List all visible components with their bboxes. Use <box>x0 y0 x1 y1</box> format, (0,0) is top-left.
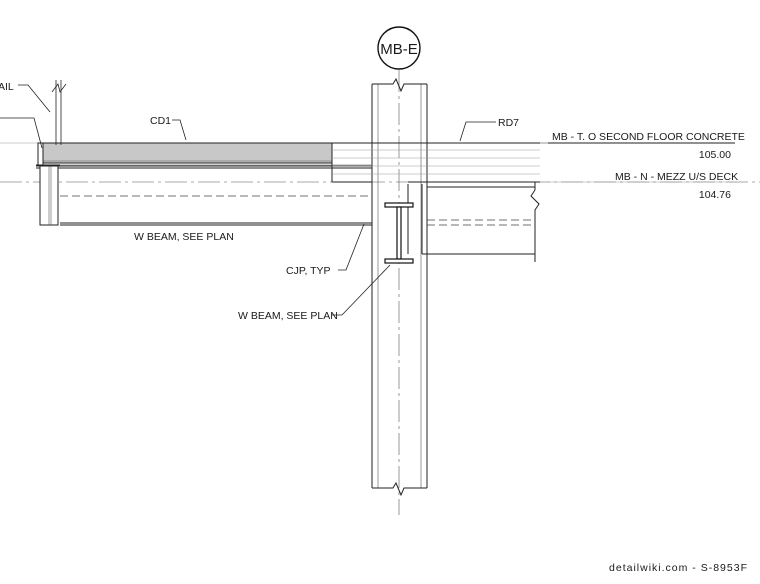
label-rd7: RD7 <box>498 117 519 129</box>
elevation-name-1: MB - T. O SECOND FLOOR CONCRETE <box>552 131 745 143</box>
label-cd1: CD1 <box>150 115 171 127</box>
grid-line-mb-e: MB-E <box>377 26 421 515</box>
annotations: AIL CD1 RD7 W BEAM, SEE PLAN CJP, TYP W … <box>0 81 745 322</box>
elevation-value-1: 105.00 <box>699 149 731 161</box>
beam-section-wide-flange <box>384 202 414 264</box>
label-cjp: CJP, TYP <box>286 265 331 277</box>
leaders <box>0 84 735 316</box>
elevation-name-2: MB - N - MEZZ U/S DECK <box>615 171 738 183</box>
w-beam-right <box>407 182 540 262</box>
label-w-beam-left: W BEAM, SEE PLAN <box>134 231 234 243</box>
elevation-value-2: 104.76 <box>699 189 731 201</box>
slab-rd7 <box>331 142 540 183</box>
label-w-beam-lower: W BEAM, SEE PLAN <box>238 310 338 322</box>
slab-cd1 <box>36 142 372 166</box>
detail-label-partial: AIL <box>0 81 14 93</box>
watermark: detailwiki.com - S-8953F <box>609 562 748 574</box>
steel-column <box>371 77 428 497</box>
grid-bubble-label: MB-E <box>380 41 418 58</box>
w-beam-left <box>36 80 372 226</box>
